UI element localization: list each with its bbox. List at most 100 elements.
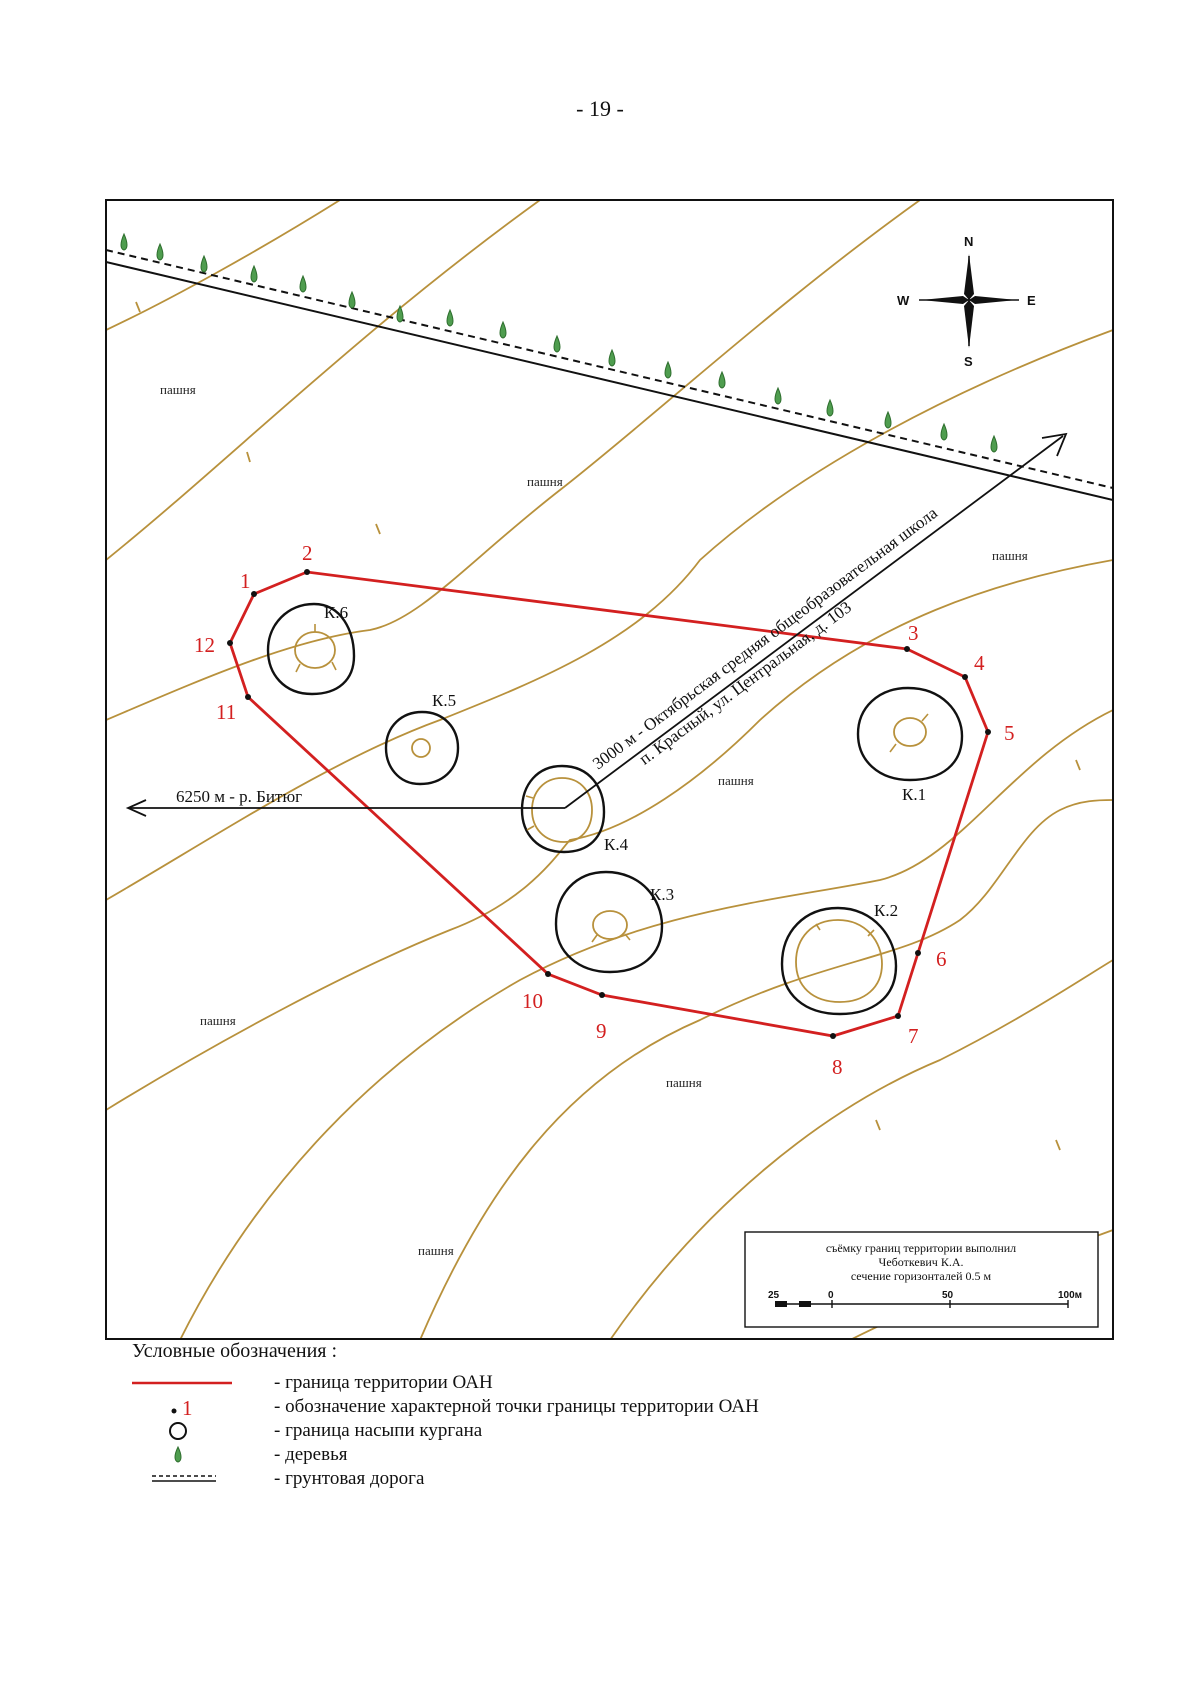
tree-icon <box>299 274 307 293</box>
field-label: пашня <box>418 1243 454 1258</box>
scale-bar: 25 0 50 100м <box>768 1290 1082 1308</box>
contour-line <box>419 799 1113 1340</box>
scale-bar-segment <box>799 1301 811 1307</box>
mound-tick <box>295 663 301 673</box>
mound-tick <box>867 929 875 937</box>
kurgan-top-contour <box>411 738 431 758</box>
legend-title: Условные обозначения : <box>132 1340 338 1362</box>
compass-south-label: S <box>964 354 973 369</box>
kurgan-mound-outline <box>856 686 964 782</box>
legend-item-boundary: - граница территории ОАН <box>132 1371 1032 1395</box>
boundary-point-marker <box>830 1033 836 1039</box>
contour-tick <box>1055 1139 1061 1151</box>
boundary-point-label: 5 <box>1004 721 1015 745</box>
compass-star <box>964 254 974 300</box>
compass-rose: N S W E <box>897 234 1036 369</box>
arrow-school-line <box>564 435 1064 809</box>
survey-credit-box: съёмку границ территории выполнил Чеботк… <box>744 1231 1099 1328</box>
contour-tick <box>875 1119 881 1131</box>
boundary-point-label: 3 <box>908 621 919 645</box>
scale-label: 50 <box>942 1290 954 1301</box>
kurgan-top-contour <box>795 919 883 1003</box>
mound-tick <box>921 713 929 722</box>
field-label: пашня <box>718 773 754 788</box>
tree-icon <box>120 232 128 251</box>
page-number: - 19 - <box>576 96 624 121</box>
tree-icon <box>499 320 507 339</box>
tree-icon <box>940 422 948 441</box>
mound-tick <box>815 923 821 931</box>
tree-icon <box>718 370 726 389</box>
boundary-point-markers <box>227 569 991 1039</box>
legend-point-dot <box>171 1408 177 1414</box>
boundary-point-label: 8 <box>832 1055 843 1079</box>
boundary-point-label: 1 <box>240 569 251 593</box>
legend-item-trees: - деревья <box>132 1443 1032 1467</box>
tree-icon <box>774 386 782 405</box>
tree-icon <box>200 254 208 273</box>
kurgan-k3 <box>554 870 664 974</box>
kurgan-top-contour <box>592 910 628 940</box>
mound-ticks <box>295 624 929 943</box>
legend-red-line-symbol <box>132 1381 232 1385</box>
credit-line-2: Чеботкевич К.А. <box>879 1255 964 1269</box>
contour-tick <box>1075 759 1081 771</box>
kurgan-top-contour <box>893 717 927 747</box>
map-frame <box>105 199 1114 1340</box>
compass-star <box>921 296 969 304</box>
scale-label: 25 <box>768 1290 780 1301</box>
legend-item-kurgan: - граница насыпи кургана <box>132 1419 1032 1443</box>
kurgan-label: К.3 <box>650 885 674 904</box>
contour-line <box>179 709 1113 1340</box>
contour-tick <box>246 451 251 463</box>
kurgan-k5 <box>384 710 460 786</box>
boundary-point-marker <box>904 646 910 652</box>
direction-arrows <box>125 432 1068 817</box>
legend-item-text: - обозначение характерной точки границы … <box>274 1396 759 1417</box>
scale-bar-segment <box>775 1301 787 1307</box>
boundary-point-label: 7 <box>908 1024 919 1048</box>
legend-circle <box>169 1422 187 1440</box>
compass-north-label: N <box>964 234 973 249</box>
legend: Условные обозначения : - граница террито… <box>132 1340 1032 1491</box>
tree-icon <box>608 348 616 367</box>
boundary-point-label: 10 <box>522 989 543 1013</box>
contour-ticks <box>135 301 1081 1151</box>
boundary-point-marker <box>251 591 257 597</box>
boundary-point-marker <box>304 569 310 575</box>
credit-line-1: съёмку границ территории выполнил <box>826 1241 1016 1255</box>
tree-icon <box>553 334 561 353</box>
kurgan-k1 <box>856 686 964 782</box>
contour-line <box>106 329 1113 901</box>
tree-row <box>120 232 998 453</box>
legend-tree-symbol <box>174 1445 182 1463</box>
kurgan-k4 <box>520 764 606 854</box>
dirt-road <box>106 249 1113 501</box>
boundary-point-marker <box>915 950 921 956</box>
kurgan-label: К.6 <box>324 603 348 622</box>
road-edge <box>106 261 1113 501</box>
kurgan-label: К.4 <box>604 835 629 854</box>
boundary-point-marker <box>599 992 605 998</box>
mound-tick <box>525 795 534 799</box>
contour-line <box>609 959 1113 1340</box>
direction-school-line1: 3000 м - Октябрьская средняя общеобразов… <box>589 503 941 773</box>
kurgan-mound-outline <box>554 870 664 974</box>
mound-tick <box>331 661 337 671</box>
contour-lines <box>106 200 1113 1340</box>
compass-west-label: W <box>897 293 910 308</box>
legend-item-road: - грунтовая дорога <box>132 1467 1032 1491</box>
boundary-point-label: 4 <box>974 651 985 675</box>
boundary-point-label: 2 <box>302 541 313 565</box>
legend-item-text: - граница территории ОАН <box>274 1372 493 1393</box>
mound-tick <box>889 743 897 753</box>
credit-line-3: сечение горизонталей 0.5 м <box>851 1269 992 1283</box>
arrow-school-head <box>1041 432 1068 457</box>
tree-icon <box>250 264 258 283</box>
contour-tick <box>375 523 381 535</box>
boundary-point-label: 12 <box>194 633 215 657</box>
boundary-point-marker <box>227 640 233 646</box>
tree-icon <box>884 410 892 429</box>
site-map: N S W E пашня пашня пашня пашня пашня па… <box>105 199 1114 1340</box>
tree-icon <box>664 360 672 379</box>
